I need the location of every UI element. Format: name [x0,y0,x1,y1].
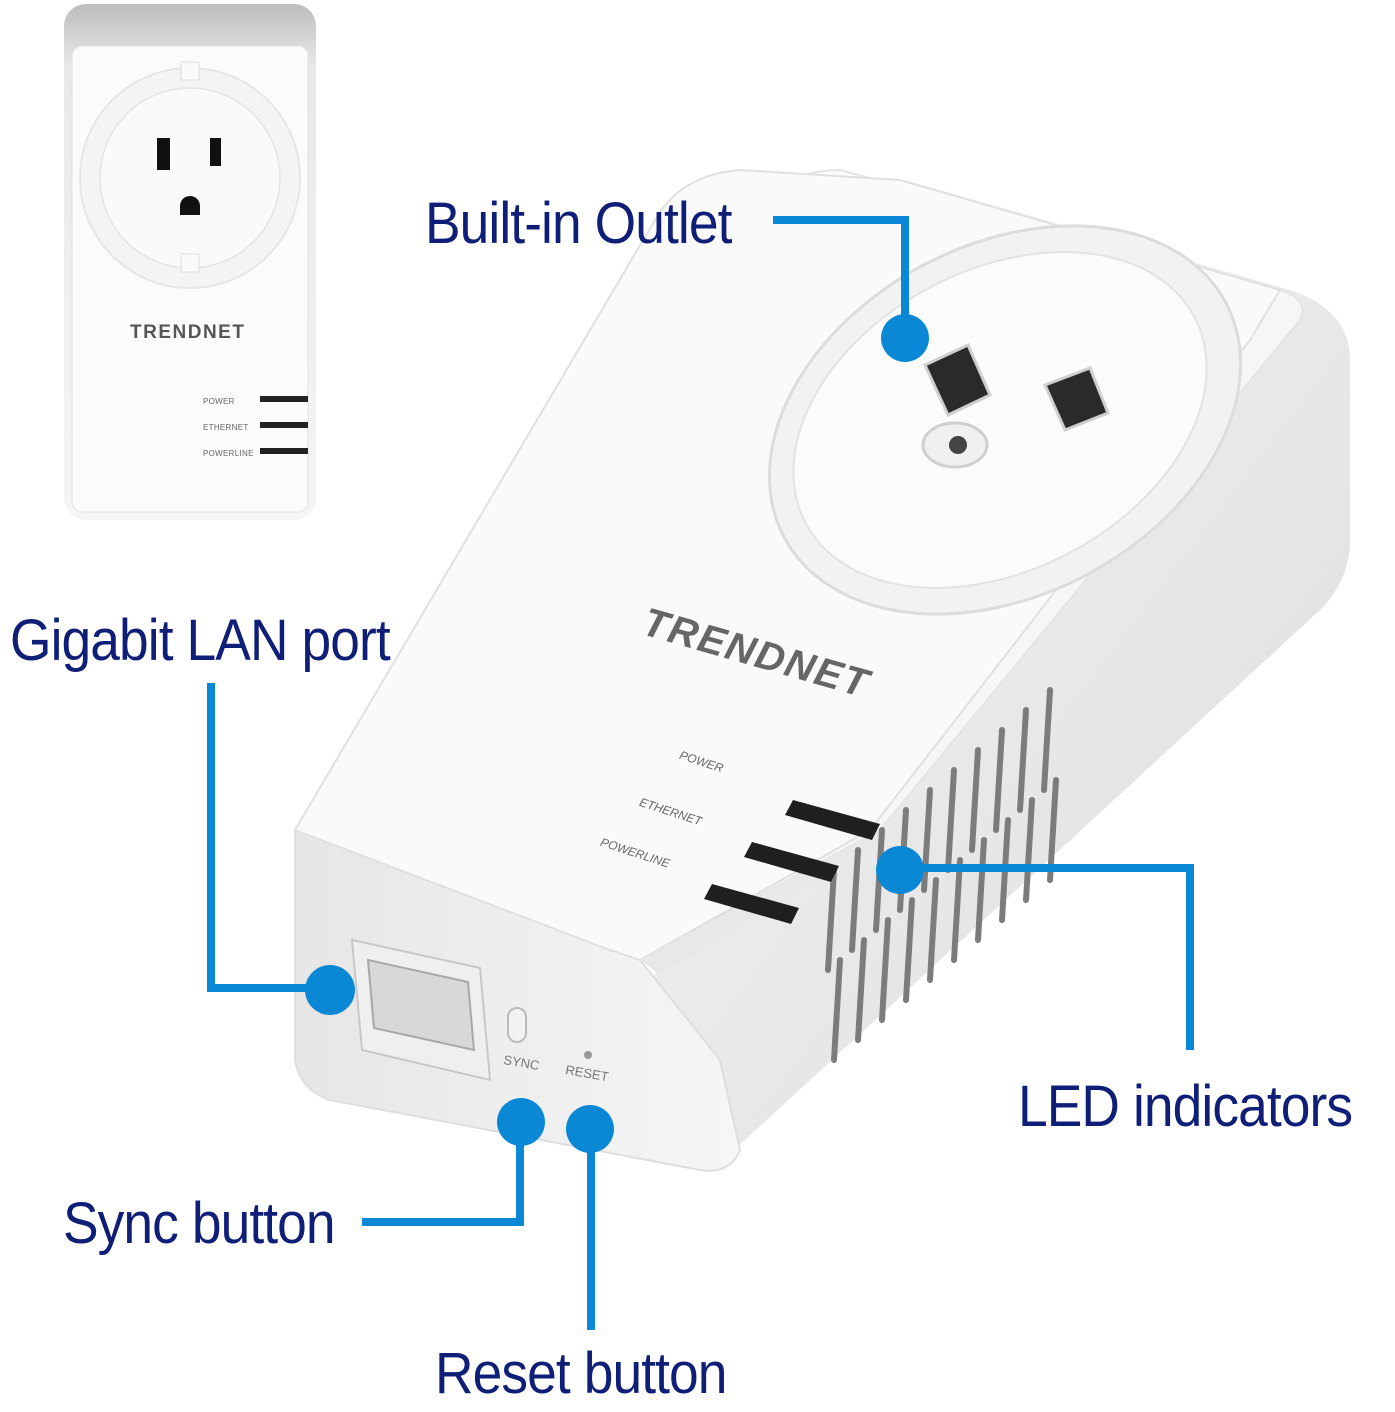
callout-reset-button: Reset button [435,1341,727,1406]
thumbnail-led-label-power: POWER [203,397,235,406]
rj45-port [350,938,492,1082]
callout-dots [305,314,929,1153]
thumbnail-led-label-ethernet: ETHERNET [203,423,249,432]
thumbnail-brand-logo: TRENDNET [130,322,246,343]
led-indicator-bars [704,800,880,924]
callout-built-in-outlet: Built-in Outlet [425,191,732,256]
reset-button-dot [566,1105,614,1153]
gigabit-lan-port-dot [305,965,355,1015]
thumbnail-led-label-powerline: POWERLINE [203,449,254,458]
thumbnail-device [64,4,316,520]
callout-gigabit-lan-port: Gigabit LAN port [10,608,391,673]
callout-sync-button: Sync button [63,1191,336,1256]
callout-led-indicators: LED indicators [1018,1074,1353,1139]
sync-button-physical [507,1007,527,1043]
built-in-outlet-dot [881,314,929,362]
sync-button-dot [497,1098,545,1146]
callout-lines [207,216,1194,1330]
reset-pinhole [584,1051,592,1059]
led-indicators-dot [876,846,924,894]
vent-slots [825,687,1059,1063]
